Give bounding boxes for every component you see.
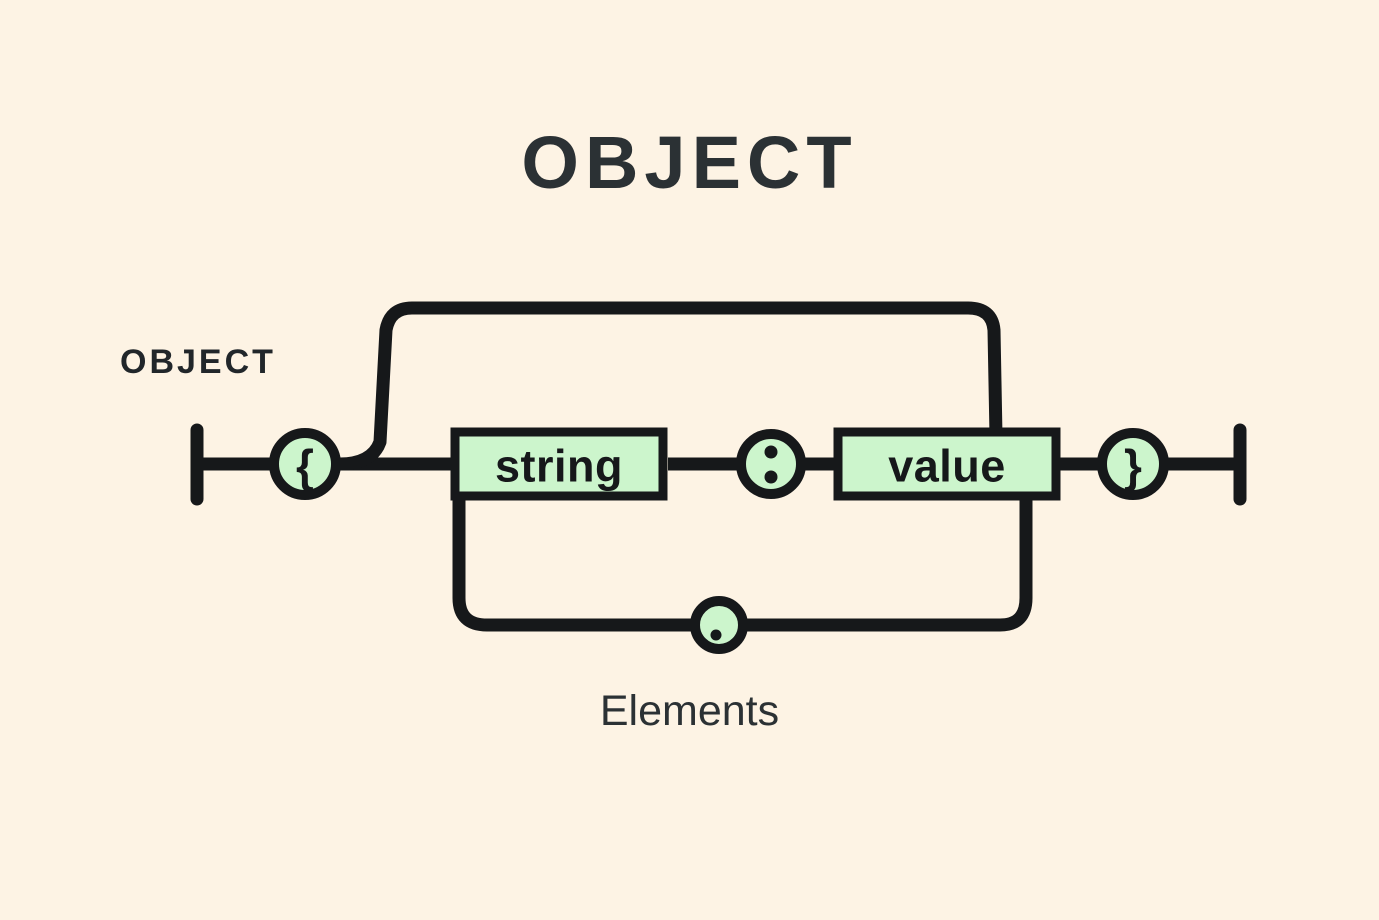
token-open-brace[interactable]: {	[269, 428, 341, 500]
value-label: value	[888, 441, 1006, 492]
token-string[interactable]: string	[450, 427, 668, 501]
value-box	[833, 427, 1061, 501]
token-comma[interactable]	[690, 596, 748, 654]
colon-dot-lower	[764, 470, 778, 484]
rule-name-label: OBJECT	[120, 343, 276, 381]
open-brace-label: {	[296, 440, 314, 492]
string-label: string	[495, 441, 623, 492]
comma-dot	[710, 629, 722, 641]
colon-dot-upper	[764, 445, 778, 459]
rail-empty-object-bypass	[333, 301, 1003, 471]
comma-circle	[690, 596, 748, 654]
close-brace-circle	[1097, 428, 1169, 500]
token-colon[interactable]	[736, 429, 806, 499]
close-brace-label: }	[1124, 440, 1142, 492]
loop-caption: Elements	[599, 687, 780, 735]
rail-repeat-loop	[452, 486, 1033, 632]
colon-circle	[736, 429, 806, 499]
open-brace-circle	[269, 428, 341, 500]
string-box	[450, 427, 668, 501]
token-value[interactable]: value	[833, 427, 1061, 501]
token-close-brace[interactable]: }	[1097, 428, 1169, 500]
page-title: OBJECT	[521, 121, 858, 204]
